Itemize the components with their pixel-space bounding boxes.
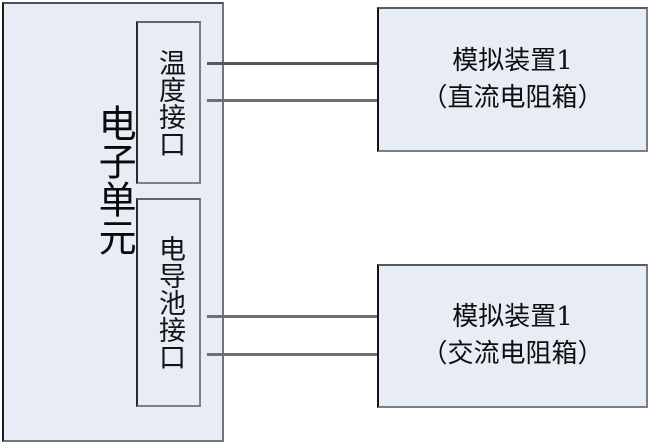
simulated-device-ac-title: 模拟装置1 xyxy=(452,302,573,333)
simulated-device-dc-title: 模拟装置1 xyxy=(452,45,573,76)
simulated-device-dc-subtitle: （直流电阻箱） xyxy=(421,82,604,113)
temperature-interface-block: 温度接口 xyxy=(136,21,201,184)
temperature-interface-label: 温度接口 xyxy=(153,48,185,157)
wire-temperature-bottom xyxy=(207,99,388,102)
wire-conductivity-bottom xyxy=(207,353,388,356)
conductivity-interface-block: 电导池接口 xyxy=(136,198,201,407)
simulated-device-ac-subtitle: （交流电阻箱） xyxy=(421,339,604,369)
simulated-device-dc-block: 模拟装置1 （直流电阻箱） xyxy=(377,7,648,152)
wire-conductivity-top xyxy=(207,315,388,318)
wire-temperature-top xyxy=(207,62,388,65)
simulated-device-ac-block: 模拟装置1 （交流电阻箱） xyxy=(377,264,648,408)
electronic-unit-label: 电子单元 xyxy=(92,104,137,256)
conductivity-interface-label: 电导池接口 xyxy=(153,235,185,370)
